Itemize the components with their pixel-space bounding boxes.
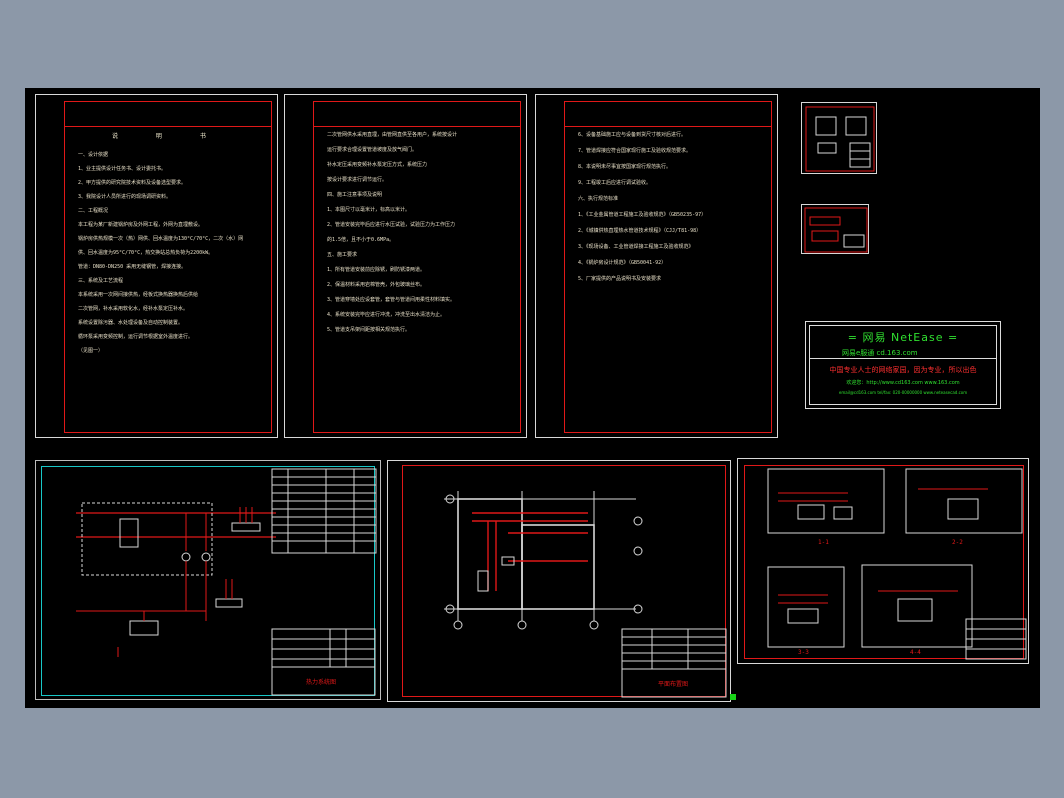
thumbnail-sheet-a[interactable] [801, 102, 877, 174]
equipment-table [271, 468, 377, 554]
notes-line: 2、管道安装完毕后应进行水压试验，试验压力为工作压力 [327, 222, 456, 228]
netease-title: = 网易 NetEase = [847, 331, 959, 344]
notes-line: 供、回水温度为95°C/70°C，热交换站总热负荷为2200kW。 [78, 250, 214, 256]
notes-line: 的1.5倍，且不小于0.6MPa。 [327, 237, 395, 243]
sheet-plan-layout[interactable]: 平面布置图 [387, 460, 731, 702]
notes-line: 本系统采用一次网间接供热，经板式换热器换热后供给 [78, 292, 199, 298]
notes-line: 2、《城镇供热直埋热水管道技术规程》（CJJ/T81-98） [578, 228, 702, 234]
section-label-2: 2-2 [952, 539, 963, 546]
notes-line: 1、本图尺寸以毫米计，标高以米计。 [327, 207, 411, 213]
notes-line: 5、厂家提供的产品说明书及安装要求 [578, 276, 662, 282]
title-block [271, 628, 376, 696]
notes-line: 5、管道支吊架间距按相关规范执行。 [327, 327, 411, 333]
notes-line: 锅炉房供热规模一次（热）网供、回水温度为130°C/70°C，二次（水）网 [78, 236, 244, 242]
notes-line: 二次管网供水采用直埋，由管网直供至各用户，系统按设计 [327, 132, 458, 138]
sheet-frame-cyan [41, 466, 375, 696]
notes-line: 6、设备基础施工应与设备到货尺寸核对后进行。 [578, 132, 687, 138]
notes-line: 3、管道穿墙处应设套管，套管与管道间用柔性材料填实。 [327, 297, 456, 303]
sheet-design-notes-3[interactable]: 6、设备基础施工应与设备到货尺寸核对后进行。 7、管道焊接应符合国家现行施工及验收… [535, 94, 778, 438]
notes-line: 三、系统及工艺流程 [78, 278, 124, 284]
netease-slogan: 中国专业人士的网络家园，因为专业，所以出色 [829, 366, 977, 374]
notes-line: 1、业主提供设计任务书、设计委托书。 [78, 166, 167, 172]
sheet-heading-box [313, 101, 521, 127]
notes-line: 二、工程概况 [78, 208, 109, 214]
notes-line: 2、保温材料采用岩棉管壳，外包玻璃丝布。 [327, 282, 426, 288]
notes-line: 按设计要求进行调节运行。 [327, 177, 388, 183]
sheet-heading: 说 明 书 [112, 133, 224, 140]
notes-line: 1、《工业金属管道工程施工及验收规范》（GB50235-97） [578, 212, 707, 218]
notes-line: 8、本说明未尽事宜按国家现行规范执行。 [578, 164, 672, 170]
title-block-name: 平面布置图 [658, 681, 689, 688]
sheet-heading-box [564, 101, 772, 127]
notes-line: 循环泵采用变频控制，运行调节根据室外温度进行。 [78, 334, 194, 340]
notes-line: 1、所有管道安装前应除锈，刷防锈漆两道。 [327, 267, 426, 273]
netease-watermark-box: = 网易 NetEase = 网易e服通 cd.163.com 中国专业人士的网… [805, 321, 1001, 409]
notes-line: 3、《现场设备、工业管道焊接工程施工及验收规范》 [578, 244, 694, 250]
netease-subtitle: 网易e服通 cd.163.com [842, 349, 918, 357]
section-drawings [767, 468, 1027, 660]
sheet-design-notes-1[interactable]: 说 明 书 一、设计依据 1、业主提供设计任务书、设计委托书。 2、甲方提供的研究院… [35, 94, 278, 438]
netease-link-line: 欢迎您：http://www.cd163.com www.163.com [846, 380, 960, 386]
notes-line: （见图一） [78, 348, 104, 354]
section-label-1: 1-1 [818, 539, 829, 546]
notes-line: 管道：DN80-DN250 采用无缝钢管，焊接连接。 [78, 264, 187, 270]
notes-line: 运行要求合理设置管道坡度及放气阀门。 [327, 147, 418, 153]
plan-drawing [444, 491, 727, 698]
sheet-design-notes-2[interactable]: 二次管网供水采用直埋，由管网直供至各用户，系统按设计运行要求合理设置管道坡度及放… [284, 94, 527, 438]
thumbnail-drawing [804, 207, 868, 253]
sheet-sections[interactable]: 1-1 2-2 3-3 4-4 [737, 458, 1029, 664]
section-label-3: 3-3 [798, 649, 809, 656]
notes-line: 一、设计依据 [78, 152, 109, 158]
sheet-heading-box [64, 101, 272, 127]
layout-marker [730, 694, 736, 700]
sheet-system-diagram[interactable]: 热力系统图 [35, 460, 381, 700]
notes-line: 9、工程竣工后应进行调试验收。 [578, 180, 652, 186]
title-block-name: 热力系统图 [306, 679, 337, 686]
notes-line: 2、甲方提供的研究院技术资料及设备选型要求。 [78, 180, 187, 186]
notes-line: 4、系统安装完毕应进行冲洗，冲洗至出水清洁为止。 [327, 312, 446, 318]
notes-line: 4、《锅炉房设计规范》（GB50041-92） [578, 260, 667, 266]
section-label-4: 4-4 [910, 649, 921, 656]
notes-line: 系统设置除污器、水处理设备及自动控制装置。 [78, 320, 184, 326]
thumbnail-drawing [805, 106, 875, 172]
sheet-frame [744, 465, 1024, 659]
netease-contact-line: email@cd163.com tel/fax: 020-00000000 ww… [838, 390, 968, 395]
cad-drawing-canvas[interactable]: 说 明 书 一、设计依据 1、业主提供设计任务书、设计委托书。 2、甲方提供的研究院… [25, 88, 1040, 708]
notes-line: 补水定压采用变频补水泵定压方式，系统压力 [327, 162, 428, 168]
notes-line: 六、执行规范标准 [578, 196, 619, 202]
notes-line: 3、我院设计人员所进行的现场调研资料。 [78, 194, 172, 200]
notes-line: 二次管网，补水采用软化水，经补水泵定压补水。 [78, 306, 189, 312]
thumbnail-sheet-b[interactable] [801, 204, 869, 254]
sheet-frame [402, 465, 726, 697]
notes-line: 五、施工要求 [327, 252, 358, 258]
notes-line: 本工程为某厂新建锅炉房及外网工程，外网为直埋敷设。 [78, 222, 204, 228]
notes-line: 四、施工注意事项及说明 [327, 192, 383, 198]
notes-line: 7、管道焊接应符合国家现行施工及验收规范要求。 [578, 148, 692, 154]
system-schematic [76, 502, 276, 657]
